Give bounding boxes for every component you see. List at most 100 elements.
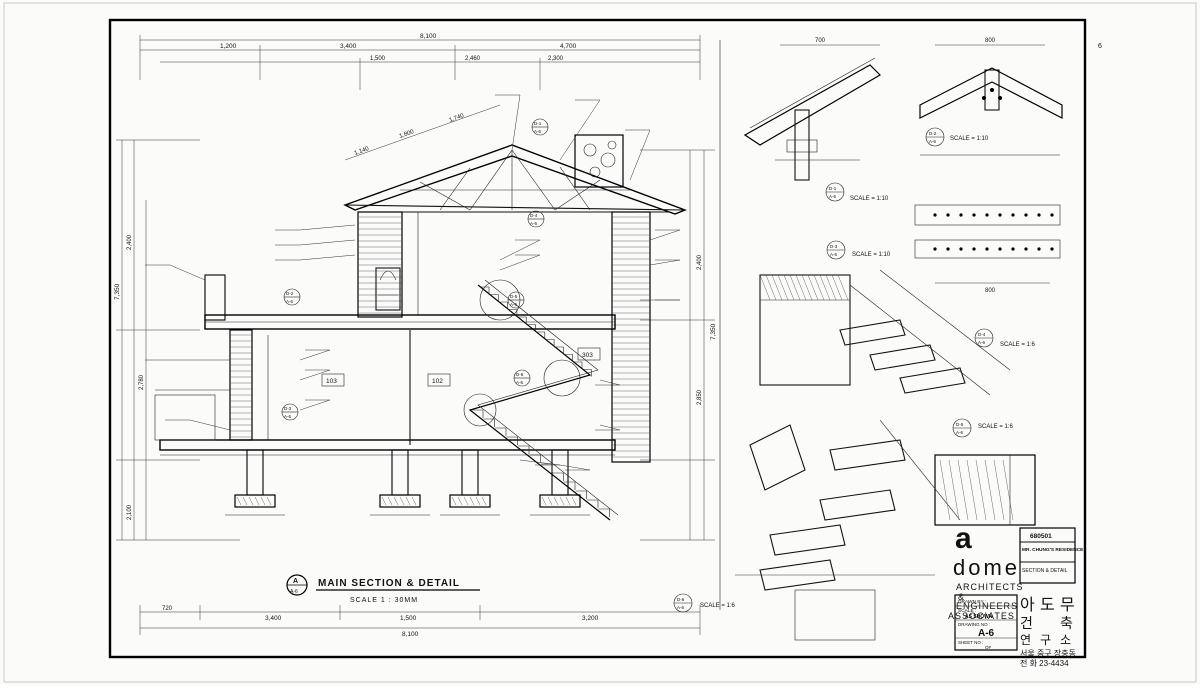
detail-top-dim-2: 800 [985,38,996,44]
korean-row3-1: 연 [1020,633,1031,647]
drawn-by-label: DRAWN BY : [958,599,986,605]
detail-d4-letter: D-4 [978,332,986,337]
scale-label: SCALE : [958,608,976,614]
dim-bottom-total: 8,100 [402,631,419,638]
section-scale: SCALE 1 : 30MM [350,597,418,604]
paper-edge [3,2,1197,683]
detail-d1-letter: D-1 [829,186,837,191]
detail-d5-scale: SCALE = 1:6 [978,424,1014,430]
detail-d4-scale: SCALE = 1:6 [1000,342,1036,348]
dim-bottom-left: 720 [162,606,173,612]
detail-d5: D-5 A-6 SCALE = 1:6 [749,418,1036,591]
dim-top-left: 1,200 [220,43,237,50]
roof-dim-2: 1,800 [399,129,416,140]
detail-d2-letter: D-2 [929,131,937,136]
brick-hatch [230,216,650,458]
detail-d4-sheet: A-6 [978,340,986,345]
client-name: MR. CHUNG'S RESIDENCE [1022,547,1084,553]
room-102: 102 [432,378,443,385]
detail-d5-sheet: A-6 [956,430,964,435]
dim-left-lower: 2,100 [127,504,133,520]
callout-d2-letter: D-2 [286,291,294,296]
korean-row1-3: 무 [1060,597,1075,614]
firm-line-1: ARCHITECTS [956,582,1024,592]
dim-left-upper: 2,400 [127,234,133,250]
dim-left-total: 7,350 [114,283,121,300]
dim-top-total: 8,100 [420,33,437,40]
section-callouts: D-1 A-6 D-2 A-6 D-3 A-6 D-4 A-6 D-5 A-6 … [281,118,549,421]
callout-d3-sheet: A-6 [284,414,292,419]
logo-letter-a: a [955,522,972,555]
dim-right-upper: 2,400 [697,254,703,270]
roof-dim-3: 1,740 [449,113,466,124]
dim-second-1: 1,500 [370,56,386,62]
firm-amp: & [958,592,964,602]
detail-hatching [759,213,1054,521]
korean-row2-2: 축 [1060,615,1073,631]
dim-bottom-3: 3,200 [582,615,599,622]
detail-d2-scale: SCALE = 1:10 [950,136,989,142]
dim-right-lower: 2,850 [697,389,703,405]
sheet-corner-mark: 6 [1098,43,1102,50]
section-symbol-letter: A [293,578,298,585]
detail-d1-sheet: A-6 [829,194,837,199]
korean-row3-3: 소 [1060,633,1071,647]
section-symbol-sheet: A-6 [290,589,298,595]
left-dimensions: 7,350 2,400 2,780 2,100 [114,139,240,541]
room-303: 303 [582,352,593,359]
dim-left-mid: 2,780 [139,374,145,390]
detail-d5-letter: D-5 [956,422,964,427]
korean-phone: 전 화 23-4434 [1020,658,1069,668]
detail-mid-dim: 800 [985,288,996,294]
detail-d4: D-4 A-6 SCALE = 1:6 [974,328,1036,348]
dim-top-mid: 3,400 [340,43,357,50]
detail-d3-sheet: A-6 [830,252,838,257]
detail-d1: 700 D-1 A-6 SCALE = 1:10 [743,38,889,202]
detail-d6-letter: D-6 [677,597,685,602]
detail-d2: 800 D-2 A-6 SCALE = 1:10 800 [914,38,1063,294]
callout-d5-sheet: A-6 [510,302,518,307]
detail-d6-sheet: A-6 [677,605,685,610]
drawing-title: SECTION & DETAIL [1022,568,1068,574]
detail-d1-scale: SCALE = 1:10 [850,196,889,202]
roof-dim-1: 1,140 [354,146,371,157]
drawing-number: A-6 [978,628,995,639]
top-dimensions: 8,100 1,200 3,400 4,700 1,500 2,460 2,30… [139,33,701,90]
korean-firm-block: 아 도 무 건 축 연 구 소 서울 중구 장충동 전 화 23-4434 [1020,596,1076,668]
drawing-border [108,18,1087,659]
dim-right-overall: 7,350 [710,323,717,340]
scale-value: AS SHOWN [965,614,993,620]
section-title-block: A A-6 MAIN SECTION & DETAIL SCALE 1 : 30… [286,574,480,604]
footings [225,449,590,516]
project-number: 680501 [1030,533,1052,540]
title-block: 680501 MR. CHUNG'S RESIDENCE SECTION & D… [954,527,1084,651]
callout-d4-sheet: A-6 [530,221,538,226]
drawing-no-label: DRAWING NO : [958,622,990,627]
callout-d1-sheet: A-6 [534,129,542,134]
chimney [574,134,624,188]
right-dimensions: 7,350 2,400 2,850 [640,149,717,541]
detail-top-dim-1: 700 [815,38,826,44]
callout-d2-sheet: A-6 [286,299,294,304]
detail-d6: D-6 A-6 SCALE = 1:6 [673,574,935,641]
detail-d3-scale: SCALE = 1:10 [852,252,891,258]
callout-d6-sheet: A-6 [516,380,524,385]
bottom-dimensions: 720 3,400 1,500 3,200 8,100 [139,605,701,638]
section-title: MAIN SECTION & DETAIL [318,578,460,589]
firm-line-3: ASSOCIATES [948,611,1015,621]
callout-d3-letter: D-3 [284,406,292,411]
fireplace [375,267,401,311]
callout-d5-letter: D-5 [510,294,518,299]
korean-row1-1: 아 [1020,596,1035,614]
detail-d3-letter: D-3 [830,244,838,249]
korean-row3-2: 구 [1040,633,1051,647]
floors [154,274,616,456]
annotation-leaders [145,94,681,471]
korean-address: 서울 중구 장충동 [1020,648,1076,658]
dim-bottom-2: 1,500 [400,615,417,622]
dim-second-3: 2,300 [548,56,564,62]
callout-d4-letter: D-4 [530,213,538,218]
sheet-no-label: SHEET NO : [958,640,983,645]
